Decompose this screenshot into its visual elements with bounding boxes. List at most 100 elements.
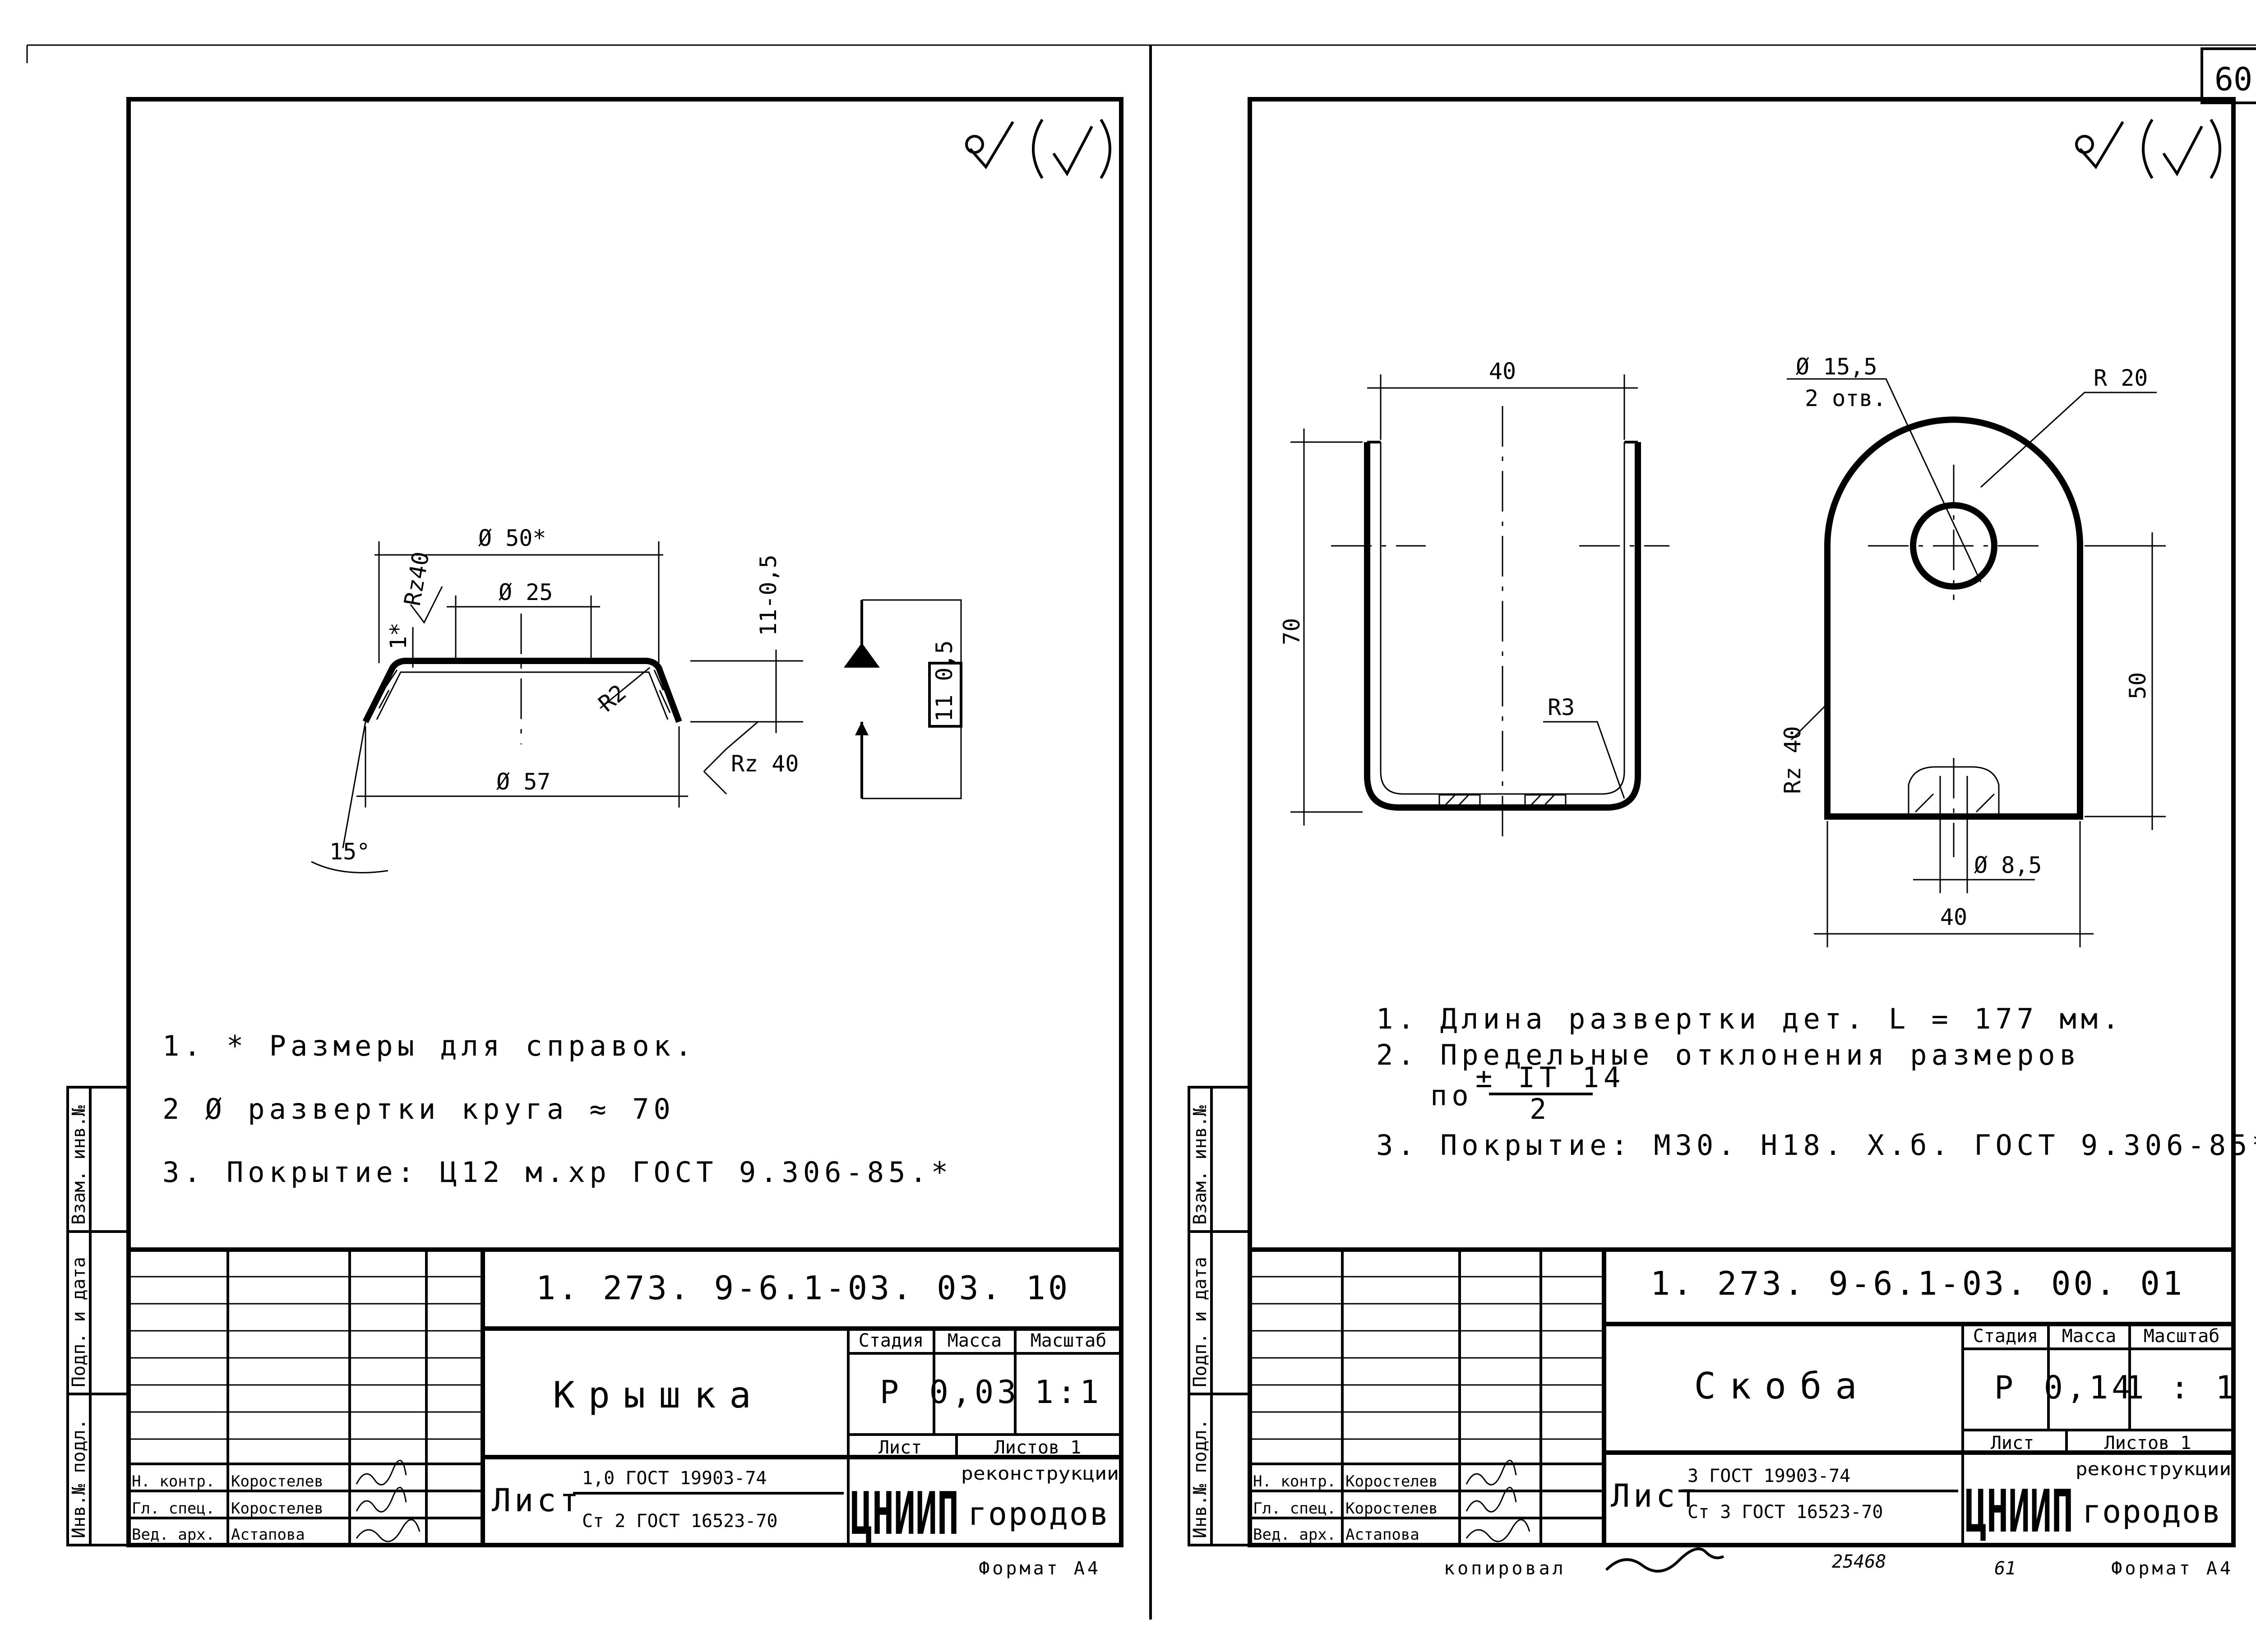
- left-scale-value: 1:1: [1035, 1374, 1102, 1411]
- left-signer-role-1: Н. контр.: [132, 1472, 215, 1490]
- dim-11: 11-0,5: [755, 554, 781, 636]
- left-signature-1-icon: [356, 1460, 407, 1486]
- left-signature-3-icon: [356, 1519, 421, 1542]
- dim-40-top: 40: [1489, 358, 1516, 384]
- left-signer-name-3: Астапова: [231, 1526, 305, 1544]
- left-doc-code: 1. 273. 9-6.1-03. 03. 10: [536, 1269, 1070, 1307]
- left-title-block: 1. 273. 9-6.1-03. 03. 10 Крышка Стадия М…: [126, 1247, 1123, 1548]
- dim-angle-15: 15°: [329, 839, 370, 865]
- left-notes: 1. * Размеры для справок. 2 Ø развертки …: [162, 1029, 952, 1189]
- right-note-2b-num: ± IT 14: [1475, 1061, 1625, 1094]
- dim-hole-d155: Ø 15,5: [1796, 354, 1877, 380]
- right-scale-label: Масштаб: [2144, 1326, 2220, 1347]
- right-side-label-2: Подп. и дата: [1190, 1257, 1211, 1387]
- right-signer-name-1: Коростелев: [1345, 1472, 1438, 1490]
- dim-40-bottom: 40: [1940, 904, 1967, 930]
- right-signer-role-3: Вед. арх.: [1253, 1526, 1336, 1544]
- right-title-block: 1. 273. 9-6.1-03. 00. 01 Скоба Стадия Ма…: [1248, 1247, 2238, 1547]
- right-format: Формат А4: [2111, 1558, 2233, 1579]
- left-sheet-label: Лист: [878, 1437, 922, 1458]
- right-note-1: 1. Длина развертки дет. L = 177 мм.: [1376, 1002, 2123, 1035]
- right-signer-role-2: Гл. спец.: [1253, 1500, 1336, 1518]
- left-sheets-label: Листов 1: [994, 1437, 1082, 1458]
- dim-rz40-side: Rz 40: [1780, 726, 1806, 794]
- left-mass-label: Масса: [948, 1330, 1002, 1351]
- left-note-3: 3. Покрытие: Ц12 м.хр ГОСТ 9.306-85.*: [162, 1156, 952, 1189]
- right-mass-value: 0,14: [2044, 1369, 2135, 1406]
- left-sheet: Инв.№ подл. Подп. и дата Взам. инв.№ Ø 5: [66, 97, 1123, 1579]
- left-material-label: Лист: [492, 1482, 582, 1519]
- right-signature-2-icon: [1465, 1487, 1517, 1513]
- left-side-label-1: Инв.№ подл.: [69, 1419, 89, 1538]
- dim-r2: R2: [593, 679, 631, 717]
- left-signer-name-1: Коростелев: [231, 1472, 324, 1490]
- left-part-name: Крышка: [553, 1374, 765, 1416]
- dim-r3: R3: [1548, 694, 1575, 720]
- copy-page: 61: [1994, 1558, 2016, 1579]
- dim-d25: Ø 25: [499, 579, 553, 605]
- dim-rz40-upper: Rz40: [399, 549, 435, 608]
- right-signer-name-2: Коростелев: [1345, 1500, 1438, 1518]
- dim-rz40-lower: Rz 40: [731, 751, 799, 777]
- dim-11-box: 11 0,5: [931, 640, 957, 722]
- right-side-label-3: Взам. инв.№: [1190, 1105, 1211, 1225]
- sheet-number-box: 60: [2201, 47, 2256, 104]
- right-org-logo: ЦНИИП: [1965, 1477, 2073, 1546]
- left-stage-value: Р: [880, 1374, 902, 1411]
- right-signature-1-icon: [1465, 1460, 1517, 1486]
- dim-50: 50: [2125, 672, 2151, 699]
- right-signer-name-3: Астапова: [1345, 1526, 1419, 1544]
- right-note-2: 2. Предельные отклонения размеров: [1376, 1038, 2081, 1071]
- right-sheet-label: Лист: [1991, 1433, 2034, 1454]
- left-side-label-2: Подп. и дата: [69, 1257, 89, 1387]
- right-material-top: 3 ГОСТ 19903-74: [1687, 1466, 1850, 1486]
- bracket-front-view: 40 70 R3: [1279, 358, 1669, 844]
- left-org-line1: реконструкции: [961, 1463, 1119, 1484]
- roughness-symbol-icon: [965, 119, 1111, 179]
- right-org-line1: реконструкции: [2076, 1459, 2231, 1480]
- left-signer-role-2: Гл. спец.: [132, 1500, 215, 1518]
- right-stage-value: Р: [1994, 1369, 2017, 1406]
- left-org-logo: ЦНИИП: [851, 1479, 959, 1548]
- right-note-2b-prefix: по: [1430, 1079, 1473, 1112]
- left-material-top: 1,0 ГОСТ 19903-74: [582, 1468, 767, 1489]
- copy-number: 25468: [1832, 1551, 1886, 1572]
- dim-holes-count: 2 отв.: [1805, 385, 1886, 411]
- right-signature-3-icon: [1465, 1519, 1530, 1542]
- right-stage-label: Стадия: [1973, 1326, 2039, 1347]
- left-signature-2-icon: [356, 1487, 407, 1513]
- right-material-bottom: Ст 3 ГОСТ 16523-70: [1687, 1502, 1883, 1523]
- copy-label: копировал: [1444, 1558, 1566, 1579]
- right-note-2b-den: 2: [1530, 1093, 1551, 1126]
- right-side-label-1: Инв.№ подл.: [1190, 1419, 1211, 1538]
- right-part-name: Скоба: [1694, 1365, 1871, 1407]
- left-signer-name-2: Коростелев: [231, 1500, 324, 1518]
- right-material-label: Лист: [1611, 1477, 1701, 1514]
- right-mass-label: Масса: [2062, 1326, 2116, 1347]
- left-mass-value: 0,03: [929, 1374, 1020, 1411]
- right-notes: 1. Длина развертки дет. L = 177 мм. 2. П…: [1376, 1002, 2256, 1162]
- dim-d85: Ø 8,5: [1974, 852, 2042, 878]
- dim-1star: 1*: [385, 623, 411, 650]
- bracket-side-view: Ø 15,5 2 отв. R 20 50 Rz 40 Ø 8,5 40: [1780, 354, 2166, 947]
- left-side-label-3: Взам. инв.№: [69, 1105, 89, 1225]
- right-scale-value: 1 : 1: [2125, 1369, 2238, 1406]
- sheet-number: 60: [2214, 61, 2252, 98]
- copy-signature-icon: [1605, 1547, 1724, 1573]
- left-format: Формат А4: [979, 1558, 1101, 1579]
- sheet-edges: [26, 44, 2256, 1620]
- left-note-2: 2 Ø развертки круга ≈ 70: [162, 1093, 675, 1126]
- right-org-line2: городов: [2082, 1493, 2224, 1530]
- left-material-bottom: Ст 2 ГОСТ 16523-70: [582, 1511, 777, 1532]
- right-doc-code: 1. 273. 9-6.1-03. 00. 01: [1650, 1264, 2185, 1302]
- dim-70: 70: [1279, 618, 1305, 645]
- left-stage-label: Стадия: [859, 1330, 924, 1351]
- right-signer-role-1: Н. контр.: [1253, 1472, 1336, 1490]
- right-note-3: 3. Покрытие: М30. Н18. Х.б. ГОСТ 9.306-8…: [1376, 1129, 2256, 1162]
- dim-d50: Ø 50*: [478, 525, 546, 551]
- left-signer-role-3: Вед. арх.: [132, 1526, 215, 1544]
- left-org-line2: городов: [968, 1495, 1112, 1532]
- right-sheets-label: Листов 1: [2104, 1433, 2191, 1454]
- cover-drawing: Ø 50* Ø 25 Ø 57 R2 Rz40 1* 11-0,5: [311, 525, 962, 873]
- dim-r20: R 20: [2094, 365, 2148, 391]
